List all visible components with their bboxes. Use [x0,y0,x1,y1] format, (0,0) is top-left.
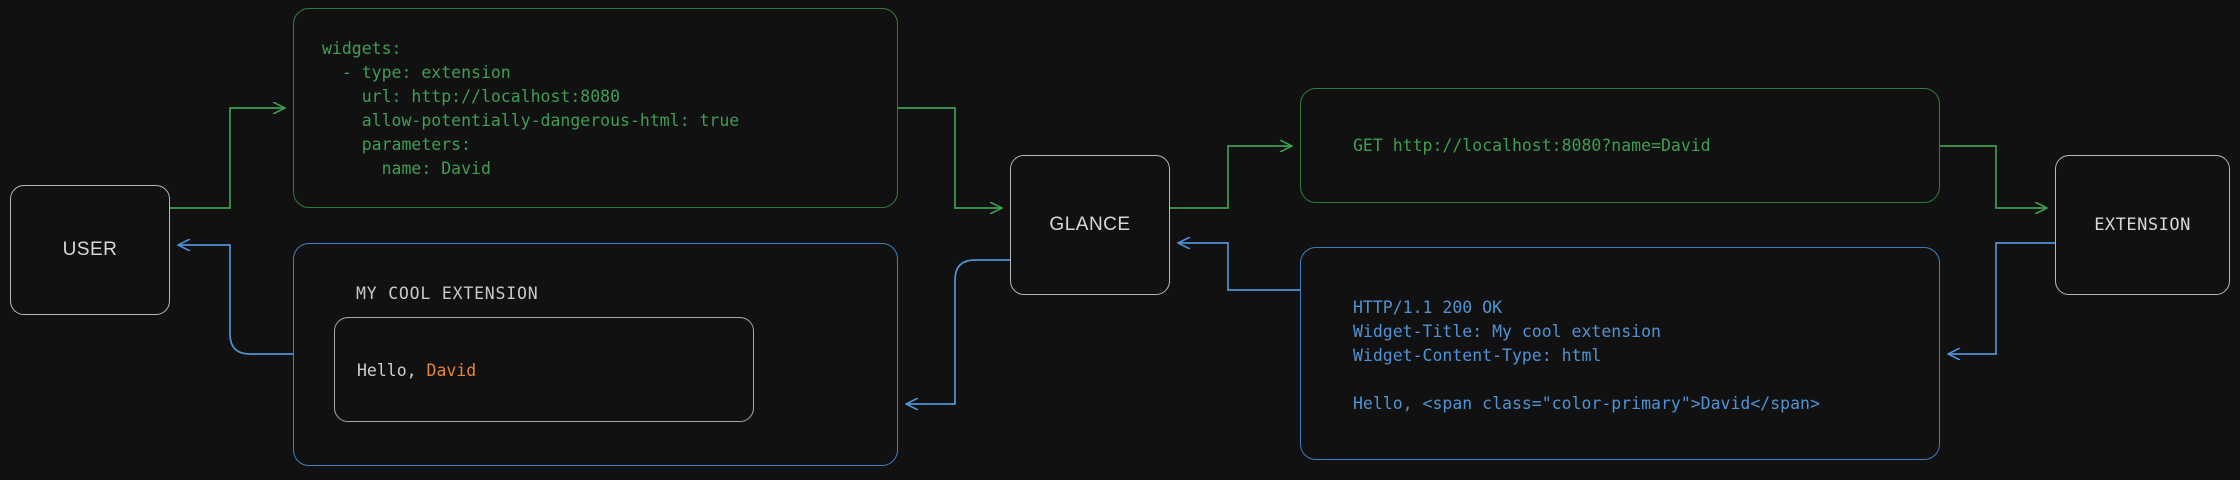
panel-http-request: GET http://localhost:8080?name=David [1300,88,1940,203]
widget-greeting-prefix: Hello, [357,361,427,380]
panel-yaml-config: widgets: - type: extension url: http://l… [293,8,898,208]
node-glance[interactable]: GLANCE [1010,155,1170,295]
node-glance-label: GLANCE [1049,214,1131,235]
widget-body-text: Hello, David [357,361,476,380]
edge-config-to-glance [898,107,1002,208]
edge-glance-to-widget [906,259,1010,404]
yaml-config-text: widgets: - type: extension url: http://l… [322,39,740,178]
node-user-label: USER [62,239,118,260]
widget-title: MY COOL EXTENSION [356,284,539,303]
widget-greeting-accent: David [426,361,477,380]
node-extension[interactable]: EXTENSION [2055,155,2230,295]
panel-http-response: HTTP/1.1 200 OK Widget-Title: My cool ex… [1300,247,1940,460]
edge-extension-to-response [1948,242,2055,354]
http-request-text: GET http://localhost:8080?name=David [1353,136,1711,155]
widget-body-box: Hello, David [334,317,754,422]
http-response-text: HTTP/1.1 200 OK Widget-Title: My cool ex… [1353,298,1820,413]
edge-response-to-glance [1178,243,1300,291]
edge-request-to-extension [1940,145,2047,208]
edge-glance-to-request [1170,146,1292,209]
edge-widget-to-user [178,245,293,355]
edge-user-to-config [170,108,285,209]
node-extension-label: EXTENSION [2094,215,2191,235]
panel-rendered-widget: MY COOL EXTENSION Hello, David [293,243,898,466]
node-user[interactable]: USER [10,185,170,315]
